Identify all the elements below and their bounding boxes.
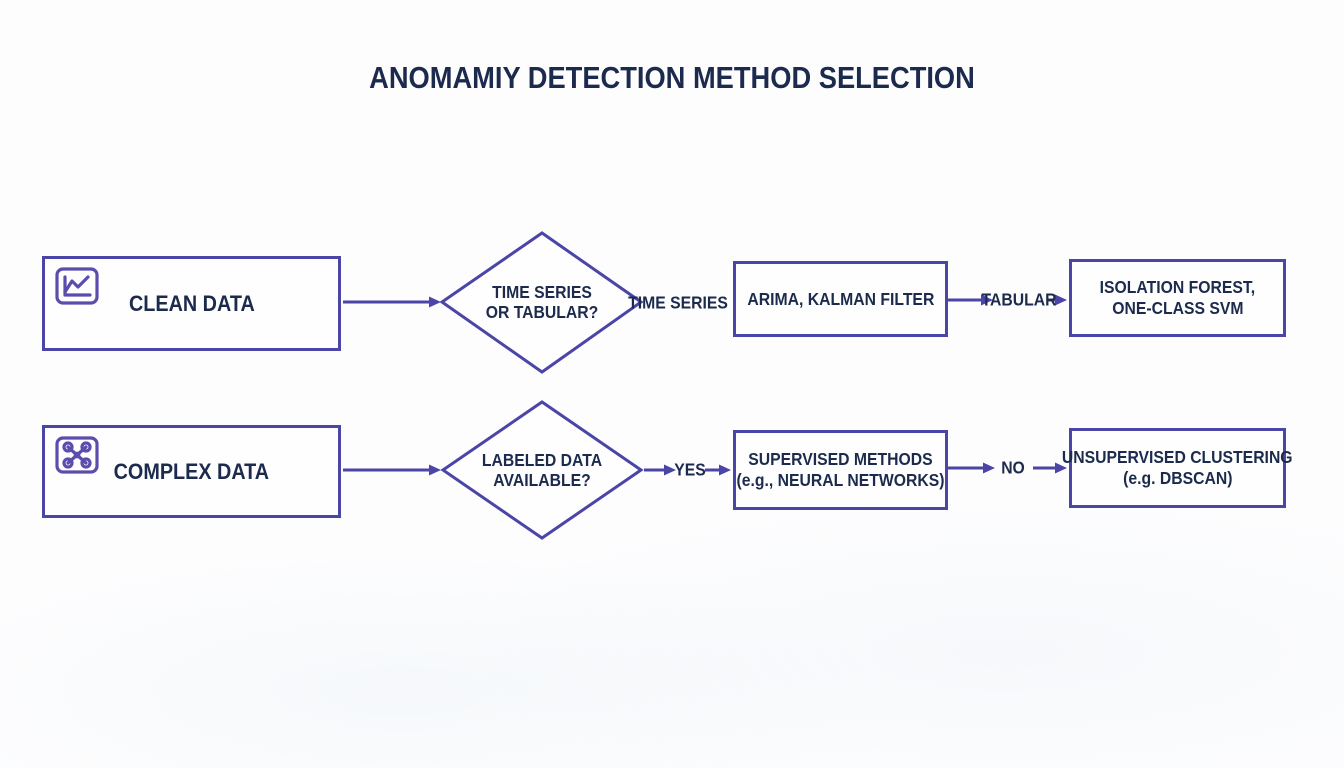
result-node-isolation-forest: ISOLATION FOREST, ONE-CLASS SVM [1069,259,1286,337]
node-label: SUPERVISED METHODS [748,449,933,469]
arrowhead [719,464,731,476]
node-label: ISOLATION FOREST, [1099,277,1256,297]
node-label: ARIMA, KALMAN FILTER [747,288,934,309]
node-label: (e.g., NEURAL NETWORKS) [736,470,945,490]
node-label: ONE-CLASS SVM [1111,298,1244,318]
arrowhead [429,296,441,308]
node-label: (e.g. DBSCAN) [1122,468,1233,488]
result-node-unsupervised: UNSUPERVISED CLUSTERING (e.g. DBSCAN) [1062,428,1293,508]
line-chart-icon [54,266,100,311]
source-node-clean-data: CLEAN DATA [42,256,341,351]
decision-label: TIME SERIES OR TABULAR? [485,282,599,322]
arrowhead [429,464,441,476]
network-icon [54,435,100,480]
page-title: ANOMAMIY DETECTION METHOD SELECTION [369,60,975,95]
result-node-supervised: SUPERVISED METHODS (e.g., NEURAL NETWORK… [733,430,948,510]
branch-label-time-series: TIME SERIES [628,292,728,313]
branch-label-no: NO [1001,457,1025,478]
arrowhead [1055,294,1067,306]
result-node-arima: ARIMA, KALMAN FILTER [733,261,948,337]
branch-label-tabular: TABULAR [981,289,1057,310]
arrowhead [983,462,995,474]
node-label: CLEAN DATA [128,290,255,316]
node-label: UNSUPERVISED CLUSTERING [1062,447,1293,467]
branch-label-yes: YES [674,459,706,480]
source-node-complex-data: COMPLEX DATA [42,425,341,518]
decision-label: LABELED DATA AVAILABLE? [481,450,603,490]
node-label: COMPLEX DATA [113,458,270,484]
